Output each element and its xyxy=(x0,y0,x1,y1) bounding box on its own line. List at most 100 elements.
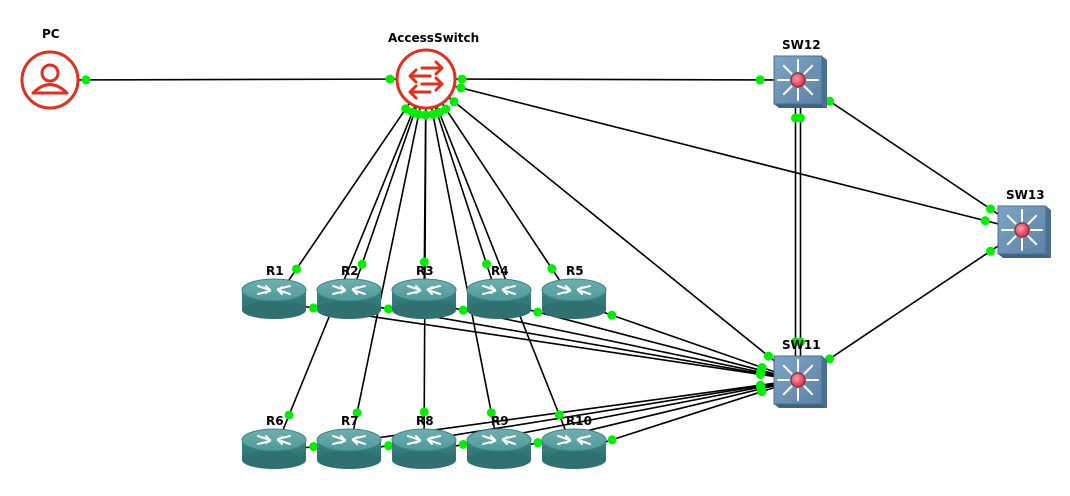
port-sw11 xyxy=(757,387,767,397)
node-r4[interactable]: R4 xyxy=(466,264,532,319)
router-arrows-icon xyxy=(407,435,441,445)
multilayer-arrows-icon xyxy=(1001,209,1043,251)
port-sw11 xyxy=(825,354,835,364)
node-sw13[interactable]: SW13 xyxy=(997,188,1051,258)
link-access_switch-r7[interactable] xyxy=(348,78,427,453)
node-access_switch[interactable]: AccessSwitch xyxy=(388,31,479,110)
ports-layer xyxy=(81,74,995,452)
router-arrows-icon xyxy=(257,435,291,445)
port-access_switch xyxy=(449,97,459,107)
router-icon xyxy=(466,428,532,469)
port-sw11 xyxy=(791,337,800,347)
link-access_switch-sw13[interactable] xyxy=(425,78,1023,231)
multilayer-switch-icon xyxy=(997,205,1051,258)
node-r1[interactable]: R1 xyxy=(241,264,307,319)
port-sw13 xyxy=(980,216,990,226)
link-access_switch-r6[interactable] xyxy=(273,78,427,453)
node-label-sw13: SW13 xyxy=(1006,188,1045,202)
node-label-r4: R4 xyxy=(491,264,509,278)
node-r6[interactable]: R6 xyxy=(241,414,307,469)
node-r7[interactable]: R7 xyxy=(316,414,382,469)
port-sw13 xyxy=(985,204,995,214)
multilayer-arrows-icon xyxy=(777,59,819,101)
router-arrows-icon xyxy=(482,285,516,295)
router-arrows-icon xyxy=(482,435,516,445)
port-r1 xyxy=(309,303,319,313)
router-arrows-icon xyxy=(557,435,591,445)
link-sw12-sw13[interactable] xyxy=(797,79,1023,231)
port-r4 xyxy=(533,307,543,317)
port-access_switch xyxy=(401,104,411,114)
node-label-access_switch: AccessSwitch xyxy=(388,31,479,45)
port-sw12 xyxy=(755,75,765,85)
link-sw13-sw11[interactable] xyxy=(797,229,1023,381)
port-r10 xyxy=(607,435,617,445)
link-access_switch-r9[interactable] xyxy=(425,78,500,453)
port-access_switch xyxy=(421,110,431,120)
node-r8[interactable]: R8 xyxy=(391,414,457,469)
router-arrows-icon xyxy=(332,435,366,445)
node-label-r9: R9 xyxy=(491,414,509,428)
link-access_switch-sw11[interactable] xyxy=(425,78,799,381)
port-r2 xyxy=(383,304,393,314)
port-r9 xyxy=(533,438,543,448)
router-arrows-icon xyxy=(407,285,441,295)
node-r9[interactable]: R9 xyxy=(466,414,532,469)
node-label-r6: R6 xyxy=(266,414,284,428)
person-circle-icon xyxy=(20,50,80,110)
port-r5 xyxy=(547,264,557,274)
link-r4-sw11[interactable] xyxy=(498,301,799,381)
link-access_switch-r10[interactable] xyxy=(425,78,575,453)
port-r8 xyxy=(458,439,468,449)
links-layer xyxy=(49,78,1023,453)
router-icon xyxy=(466,278,532,319)
port-access_switch xyxy=(434,107,444,117)
link-access_switch-r5[interactable] xyxy=(425,78,575,303)
node-sw11[interactable]: SW11 xyxy=(773,338,827,408)
port-access_switch xyxy=(457,74,467,84)
link-access_switch-sw12[interactable] xyxy=(425,78,799,81)
node-r2[interactable]: R2 xyxy=(316,264,382,319)
node-sw12[interactable]: SW12 xyxy=(773,38,827,108)
multilayer-switch-icon xyxy=(773,355,827,408)
router-icon xyxy=(391,278,457,319)
link-access_switch-r1[interactable] xyxy=(273,78,427,303)
node-label-pc: PC xyxy=(42,27,60,41)
router-icon xyxy=(541,428,607,469)
node-r3[interactable]: R3 xyxy=(391,264,457,319)
node-label-r10: R10 xyxy=(566,414,592,428)
switch-arrows-icon xyxy=(395,48,457,110)
node-label-r2: R2 xyxy=(341,264,359,278)
port-access_switch xyxy=(414,109,424,119)
node-label-r8: R8 xyxy=(416,414,434,428)
link-pc-access_switch[interactable] xyxy=(49,78,427,81)
router-icon xyxy=(241,278,307,319)
node-pc[interactable]: PC xyxy=(20,27,80,110)
port-access_switch xyxy=(441,104,451,114)
port-access_switch xyxy=(385,74,395,84)
multilayer-arrows-icon xyxy=(777,359,819,401)
router-arrows-icon xyxy=(557,285,591,295)
port-access_switch xyxy=(456,83,466,93)
router-arrows-icon xyxy=(257,285,291,295)
router-icon xyxy=(391,428,457,469)
node-r5[interactable]: R5 xyxy=(541,264,607,319)
port-sw11 xyxy=(757,363,767,373)
port-pc xyxy=(81,75,91,85)
port-sw12 xyxy=(791,113,800,123)
router-icon xyxy=(316,428,382,469)
port-sw11 xyxy=(763,351,773,361)
node-r10[interactable]: R10 xyxy=(541,414,607,469)
router-arrows-icon xyxy=(332,285,366,295)
port-sw12 xyxy=(825,96,835,106)
router-icon xyxy=(241,428,307,469)
port-r7 xyxy=(352,408,362,418)
port-r8 xyxy=(419,407,429,417)
node-label-sw12: SW12 xyxy=(782,38,821,52)
node-label-r7: R7 xyxy=(341,414,359,428)
node-label-r5: R5 xyxy=(566,264,584,278)
port-r1 xyxy=(292,264,302,274)
node-label-r1: R1 xyxy=(266,264,284,278)
